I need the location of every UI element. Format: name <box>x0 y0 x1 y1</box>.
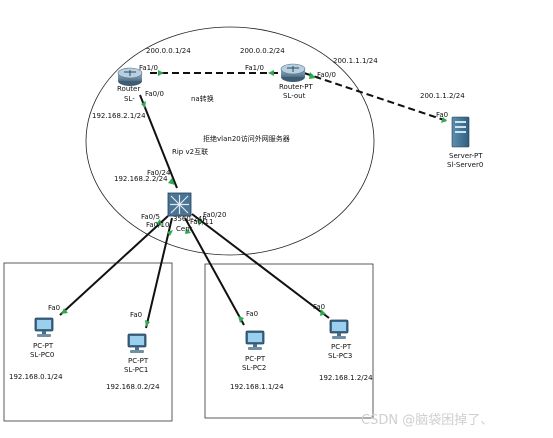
note-nat: na转换 <box>191 94 214 103</box>
ip-r0-lan: 192.168.2.1/24 <box>92 112 146 120</box>
ip-sw-up: 192.168.2.2/24 <box>114 175 168 183</box>
note-rip: Rip v2互联 <box>172 147 208 156</box>
router0-name-label: SL- <box>124 95 135 103</box>
ip-pc1: 192.168.0.2/24 <box>106 383 160 391</box>
switch-name-label: Cent <box>176 225 193 233</box>
switch-type-label: 3560-24P <box>173 215 206 223</box>
pc2-icon[interactable] <box>245 330 265 351</box>
port-sw-fa020: Fa0/20 <box>203 211 226 219</box>
pc2-name-label: SL-PC2 <box>242 364 266 372</box>
pc3-type-label: PC-PT <box>331 343 352 351</box>
link-router0-switch <box>139 94 178 189</box>
ip-r1-wan: 200.0.0.2/24 <box>240 47 285 55</box>
ip-r0-wan: 200.0.0.1/24 <box>146 47 191 55</box>
pc1-name-label: SL-PC1 <box>124 366 148 374</box>
port-sw-fa010: Fa0/10 <box>146 221 169 229</box>
pc0-name-label: SL-PC0 <box>30 351 54 359</box>
port-r0-fa10: Fa1/0 <box>139 64 158 72</box>
router-sl-icon[interactable] <box>117 67 143 86</box>
server-name-label: Sl-Server0 <box>447 161 483 169</box>
router-sl-out-icon[interactable] <box>280 63 306 82</box>
port-r1-fa00: Fa0/0 <box>317 71 336 79</box>
server-type-label: Server-PT <box>449 152 483 160</box>
routing-domain-ellipse <box>85 26 375 256</box>
pc2-type-label: PC-PT <box>245 355 266 363</box>
router0-type-label: Router <box>117 85 140 93</box>
link-status-markers <box>61 70 447 327</box>
vlan-box-left <box>3 262 173 422</box>
ip-server: 200.1.1.2/24 <box>420 92 465 100</box>
link-switch-pc2 <box>184 217 245 326</box>
port-pc0-fa0: Fa0 <box>48 304 60 312</box>
ip-pc2: 192.168.1.1/24 <box>230 383 284 391</box>
port-sw-fa024: Fa0/24 <box>147 169 171 177</box>
port-r0-fa00: Fa0/0 <box>145 90 164 98</box>
pc3-name-label: SL-PC3 <box>328 352 352 360</box>
vlan-box-right <box>204 263 374 419</box>
pc3-icon[interactable] <box>329 319 349 340</box>
server-icon[interactable] <box>451 116 470 148</box>
port-pc3-fa0: Fa0 <box>313 303 325 311</box>
ip-pc3: 192.168.1.2/24 <box>319 374 373 382</box>
port-r1-fa10: Fa1/0 <box>245 64 264 72</box>
ip-r1-lan: 200.1.1.1/24 <box>333 57 378 65</box>
router1-type-label: Router-PT <box>279 83 313 91</box>
link-switch-pc3 <box>191 213 330 319</box>
note-acl: 拒绝vlan20访问外网服务器 <box>203 134 290 143</box>
link-switch-pc1 <box>145 217 173 329</box>
pc1-icon[interactable] <box>127 333 147 354</box>
port-pc2-fa0: Fa0 <box>246 310 258 318</box>
link-router1-server0 <box>303 72 451 123</box>
port-sw-fa011: Fa0/11 <box>190 218 213 226</box>
pc1-type-label: PC-PT <box>128 357 149 365</box>
pc0-icon[interactable] <box>34 317 54 338</box>
link-switch-pc0 <box>59 215 169 316</box>
watermark: CSDN @脑袋困掉了、 <box>361 413 493 428</box>
port-pc1-fa0: Fa0 <box>130 311 142 319</box>
port-server-fa0: Fa0 <box>436 111 448 119</box>
port-sw-fa05: Fa0/5 <box>141 213 160 221</box>
ip-pc0: 192.168.0.1/24 <box>9 373 63 381</box>
multilayer-switch-icon[interactable] <box>167 192 192 217</box>
router1-name-label: SL-out <box>283 92 306 100</box>
pc0-type-label: PC-PT <box>33 342 54 350</box>
